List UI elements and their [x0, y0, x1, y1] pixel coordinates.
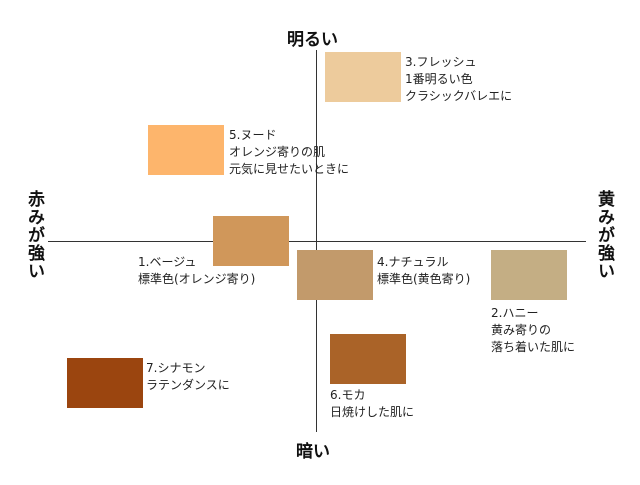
swatch-fresh — [325, 52, 401, 102]
label-line: ラテンダンスに — [146, 378, 230, 392]
label-beige: 1.ベージュ 標準色(オレンジ寄り) — [138, 254, 255, 288]
label-line: 1番明るい色 — [405, 72, 473, 86]
label-honey: 2.ハニー 黄み寄りの 落ち着いた肌に — [491, 305, 575, 356]
label-line: 日焼けした肌に — [330, 405, 415, 419]
label-fresh: 3.フレッシュ 1番明るい色 クラシックバレエに — [405, 54, 512, 105]
swatch-natural — [297, 250, 373, 300]
label-line: 2.ハニー — [491, 306, 539, 320]
swatch-cinnamon — [67, 358, 143, 408]
label-line: 黄み寄りの — [491, 323, 552, 337]
axis-label-right: 黄みが強い — [594, 190, 614, 280]
label-nude: 5.ヌード オレンジ寄りの肌 元気に見せたいときに — [229, 127, 349, 178]
label-line: 1.ベージュ — [138, 255, 197, 269]
label-line: 7.シナモン — [146, 361, 206, 375]
label-natural: 4.ナチュラル 標準色(黄色寄り) — [377, 254, 470, 288]
label-cinnamon: 7.シナモン ラテンダンスに — [146, 360, 230, 394]
axis-label-left: 赤みが強い — [24, 190, 44, 280]
label-line: 落ち着いた肌に — [491, 340, 576, 354]
axis-label-top: 明るい — [287, 30, 338, 50]
label-line: 元気に見せたいときに — [229, 162, 350, 176]
horizontal-axis — [48, 241, 586, 242]
swatch-honey — [491, 250, 567, 300]
label-line: 6.モカ — [330, 388, 366, 402]
axis-label-bottom: 暗い — [296, 442, 330, 462]
label-line: 5.ヌード — [229, 128, 277, 142]
label-line: 3.フレッシュ — [405, 55, 477, 69]
label-line: 標準色(オレンジ寄り) — [138, 272, 256, 286]
label-line: オレンジ寄りの肌 — [229, 145, 326, 159]
swatch-nude — [148, 125, 224, 175]
label-line: 標準色(黄色寄り) — [377, 272, 471, 286]
label-line: クラシックバレエに — [405, 89, 513, 103]
label-mocha: 6.モカ 日焼けした肌に — [330, 387, 414, 421]
label-line: 4.ナチュラル — [377, 255, 449, 269]
swatch-mocha — [330, 334, 406, 384]
swatch-beige — [213, 216, 289, 266]
